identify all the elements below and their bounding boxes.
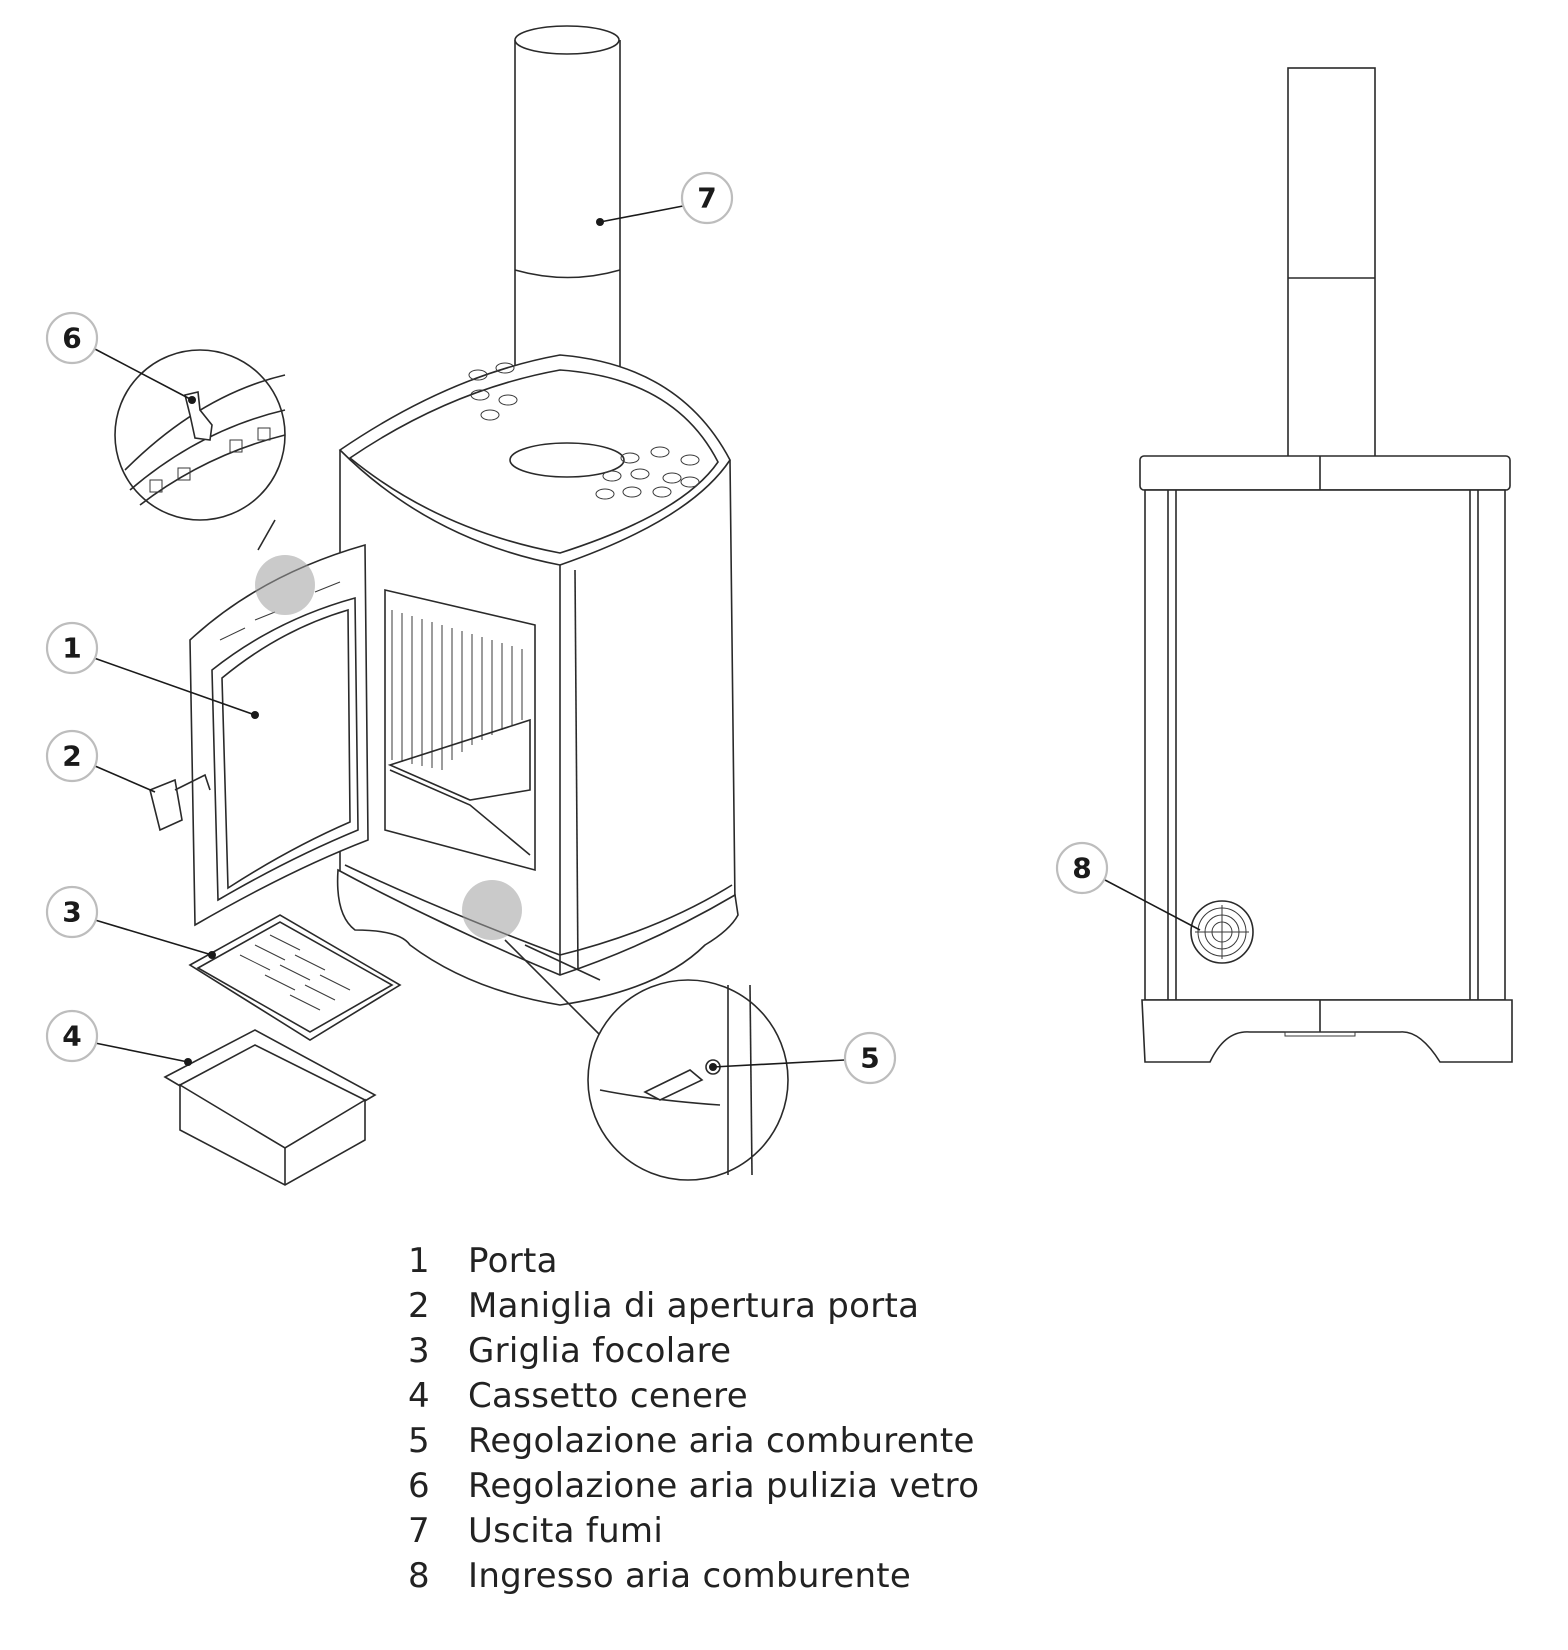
detail-5-zoom: [462, 880, 789, 1181]
legend-label: Ingresso aria comburente: [468, 1555, 912, 1596]
legend-label: Porta: [468, 1240, 558, 1281]
legend-number: 6: [408, 1465, 430, 1506]
top-vent-holes: [468, 362, 700, 500]
legend-number: 8: [408, 1555, 430, 1596]
callout-5-number: 5: [860, 1042, 879, 1075]
legend-number: 2: [408, 1285, 430, 1326]
legend-item: 7 Uscita fumi: [408, 1508, 979, 1553]
callout-3: 3: [45, 885, 99, 939]
legend-label: Regolazione aria comburente: [468, 1420, 975, 1461]
stove-perspective-view: [114, 25, 789, 1186]
ash-drawer: [163, 1029, 377, 1186]
legend-label: Maniglia di apertura porta: [468, 1285, 920, 1326]
callout-6-number: 6: [62, 322, 81, 355]
legend-item: 5 Regolazione aria comburente: [408, 1418, 979, 1463]
legend-item: 6 Regolazione aria pulizia vetro: [408, 1463, 979, 1508]
legend-item: 8 Ingresso aria comburente: [408, 1553, 979, 1598]
legend-item: 3 Griglia focolare: [408, 1328, 979, 1373]
legend-item: 4 Cassetto cenere: [408, 1373, 979, 1418]
callout-8: 8: [1055, 841, 1109, 895]
legend-label: Uscita fumi: [468, 1510, 664, 1551]
callout-1-number: 1: [62, 632, 81, 665]
callout-5: 5: [843, 1031, 897, 1085]
legend-number: 4: [408, 1375, 430, 1416]
callout-4-number: 4: [62, 1020, 81, 1053]
callout-2-number: 2: [62, 740, 81, 773]
legend: 1 Porta 2 Maniglia di apertura porta 3 G…: [408, 1238, 979, 1598]
callout-7: 7: [680, 171, 734, 225]
callout-6: 6: [45, 311, 99, 365]
door-handle: [149, 773, 211, 832]
stove-body: [336, 354, 739, 1006]
stove-rear-view: [1139, 67, 1513, 1063]
callout-8-number: 8: [1072, 852, 1091, 885]
legend-label: Regolazione aria pulizia vetro: [468, 1465, 980, 1506]
detail-6-zoom: [114, 349, 315, 615]
legend-item: 2 Maniglia di apertura porta: [408, 1283, 979, 1328]
stove-door: [189, 543, 369, 927]
firebox-bars: [391, 610, 523, 770]
fire-grate: [188, 914, 402, 1041]
legend-label: Griglia focolare: [468, 1330, 732, 1371]
legend-label: Cassetto cenere: [468, 1375, 748, 1416]
legend-number: 5: [408, 1420, 430, 1461]
legend-item: 1 Porta: [408, 1238, 979, 1283]
callout-2: 2: [45, 729, 99, 783]
legend-number: 3: [408, 1330, 430, 1371]
callout-1: 1: [45, 621, 99, 675]
legend-number: 7: [408, 1510, 430, 1551]
callout-3-number: 3: [62, 896, 81, 929]
callout-7-number: 7: [697, 182, 716, 215]
legend-number: 1: [408, 1240, 430, 1281]
rear-air-inlet: [1190, 900, 1254, 964]
callout-4: 4: [45, 1009, 99, 1063]
callout-markers: 7 6 1 2 3 4: [45, 171, 1201, 1085]
